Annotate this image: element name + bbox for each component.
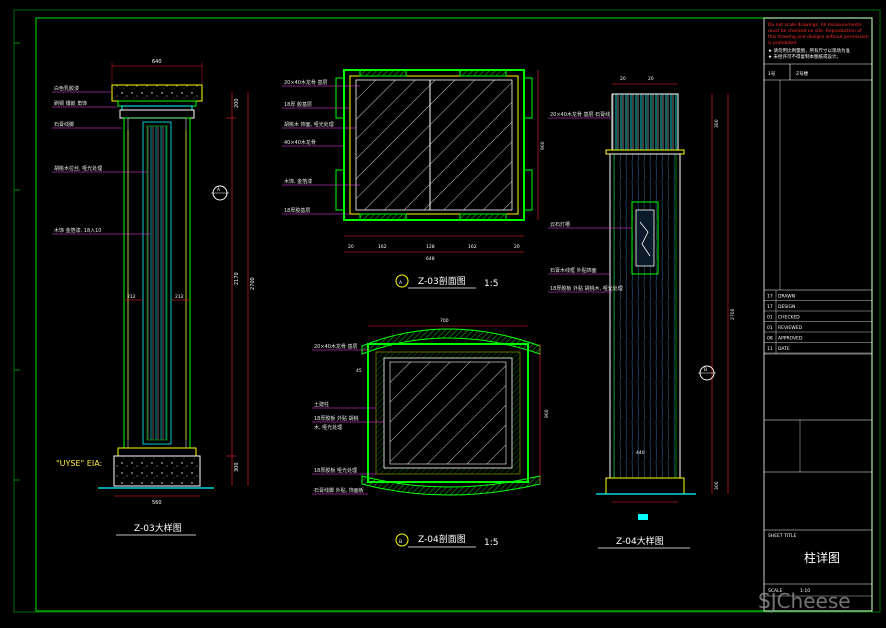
note-red-2: must be checked on site. Reproduction of [768, 28, 862, 34]
title-block-row-code: 01 [767, 315, 773, 321]
z03-annotation-2: 刷铜 镶嵌 角饰 [54, 100, 87, 107]
section-b-scale: 1:5 [484, 538, 498, 548]
z04-annotation-2: 云石灯槽 [550, 221, 570, 228]
section-a-title: Z-03剖面图 [418, 275, 466, 287]
title-block-row-label: DRAWN [778, 294, 795, 300]
section-a-annotation-1: 20×40木龙骨 基层 [284, 79, 328, 86]
note-red-4: is prohibited. [768, 40, 797, 46]
section-a-badge: A [399, 280, 403, 286]
title-block-row-code: 11 [767, 346, 773, 352]
title-block-row-label: APPROVED [778, 336, 803, 342]
section-b-dim-side: 900 [544, 409, 550, 418]
z03-annotation-4: 胡桃木拉丝, 哑光处理 [54, 165, 102, 172]
z04-dim-base-right: 300 [714, 481, 720, 490]
view-z03-elevation: 640 560 2170 2700 300 200 212 212 A 白色乳胶… [52, 59, 256, 536]
section-b-annotation-4: 木, 哑光处理 [314, 424, 342, 431]
z04-dim-cap: 300 [714, 119, 720, 128]
section-a-dim-1: 20 [348, 244, 354, 250]
scale-value: 1:10 [800, 588, 810, 594]
z03-base-label: "UYSE" EIA: [56, 459, 102, 468]
title-block-row-label: DESIGN [778, 304, 795, 310]
z04-dim-top-right: 20 [648, 76, 654, 82]
section-a-annotation-3: 胡桃木 饰面, 哑光处理 [284, 121, 334, 128]
z03-dim-inner-1: 212 [127, 294, 136, 300]
z04-dim-base: 440 [636, 450, 645, 456]
scale-label: SCALE [768, 588, 783, 594]
view-z04-elevation: 20 20 440 2700 300 300 B 20×40木龙骨 基层 石膏线… [548, 76, 736, 549]
title-block-row-label: CHECKED [778, 315, 800, 321]
section-b-annotation-3: 18厚胶板 外贴 胡桃 [314, 415, 359, 422]
z04-view-title: Z-04大样图 [616, 535, 664, 547]
title-block-row-code: 01 [767, 325, 773, 331]
section-a-annotation-6: 18厚胶基层 [284, 207, 310, 214]
z03-dim-bottom: 560 [152, 500, 162, 506]
section-b-annotation-1: 20×40木龙骨 基层 [314, 343, 358, 350]
z03-section-badge: A [217, 187, 221, 193]
title-block-row-code: 17 [767, 294, 773, 300]
section-b-annotation-2: 土建柱 [314, 401, 329, 408]
title-block-row-label: DATE [778, 346, 790, 352]
note-red-3: this drawing and designs without permiss… [768, 34, 869, 40]
z03-annotation-5: 木饰 金箔漆, 18入10 [54, 227, 102, 234]
title-block-row-code: 08 [767, 336, 773, 342]
z03-dim-inner-2: 212 [175, 294, 184, 300]
sheet-title: 柱详图 [804, 550, 840, 565]
section-a-scale: 1:5 [484, 279, 498, 289]
section-b-badge: B [399, 539, 402, 545]
section-a-dim-total: 648 [426, 256, 435, 262]
section-a-dim-2: 162 [378, 244, 387, 250]
section-b-title: Z-04剖面图 [418, 533, 466, 545]
z03-annotation-1: 白色乳胶漆 [54, 85, 79, 92]
section-b-annotation-5: 18厚胶板 哑光处理 [314, 467, 357, 474]
watermark-logo: SJCheese [758, 589, 851, 613]
z04-annotation-3: 石膏木线框 外贴饰面 [550, 267, 597, 274]
note-white-1: ★ 请勿用比例量图，所有尺寸以现场为准 [768, 47, 850, 54]
section-a-annotation-2: 18厚 胶基层 [284, 101, 312, 108]
z03-dim-mid: 2170 [234, 272, 240, 285]
section-a-annotation-4: 40×40木龙骨 [284, 139, 316, 146]
section-b-dim-top: 700 [440, 318, 449, 324]
title-block-row-code: 17 [767, 304, 773, 310]
section-b-dim-mid: 45 [356, 368, 362, 374]
section-a-dim-4: 162 [468, 244, 477, 250]
note-red-1: Do not scale drawings. All measurements [768, 22, 862, 28]
z03-dim-full: 2700 [250, 277, 256, 290]
z03-dim-base: 300 [234, 462, 240, 472]
project-label: 1号 [768, 71, 776, 77]
note-white-2: ★ 未经许可不得复制本图纸或设计。 [768, 53, 841, 60]
section-a-dim-5: 20 [514, 244, 520, 250]
z04-annotation-4: 18厚胶板 外贴 胡桃木, 哑光处理 [550, 285, 623, 292]
section-a-annotation-5: 木饰, 金箔漆 [284, 178, 312, 185]
z04-annotation-1: 20×40木龙骨 基层 石膏线 [550, 111, 610, 118]
z03-view-title: Z-03大样图 [134, 522, 182, 534]
z04-dim-full: 2700 [730, 308, 736, 320]
sheet-title-label: SHEET TITLE [768, 533, 796, 539]
section-a-dim-3: 128 [426, 244, 435, 250]
z04-section-badge: B [704, 367, 707, 373]
z03-annotation-3: 石膏线脚 [54, 121, 74, 128]
section-b: 700 900 45 20×40木龙骨 基层 土建柱 18厚胶板 外贴 胡桃 木… [312, 318, 550, 548]
title-block-row-label: REVIEWED [778, 325, 803, 331]
z03-dim-top: 640 [152, 59, 162, 65]
section-a-dim-side: 900 [540, 141, 546, 150]
project-name: Z号楼 [796, 70, 809, 77]
z04-dim-top-left: 20 [620, 76, 626, 82]
section-b-annotation-6: 石膏线脚 外贴, 饰面板 [314, 487, 364, 494]
title-block: Do not scale drawings. All measurements … [763, 17, 873, 612]
z03-dim-cap: 200 [234, 98, 240, 108]
section-a: 20 162 128 162 20 648 900 20×40木龙骨 基层 18… [282, 69, 546, 289]
